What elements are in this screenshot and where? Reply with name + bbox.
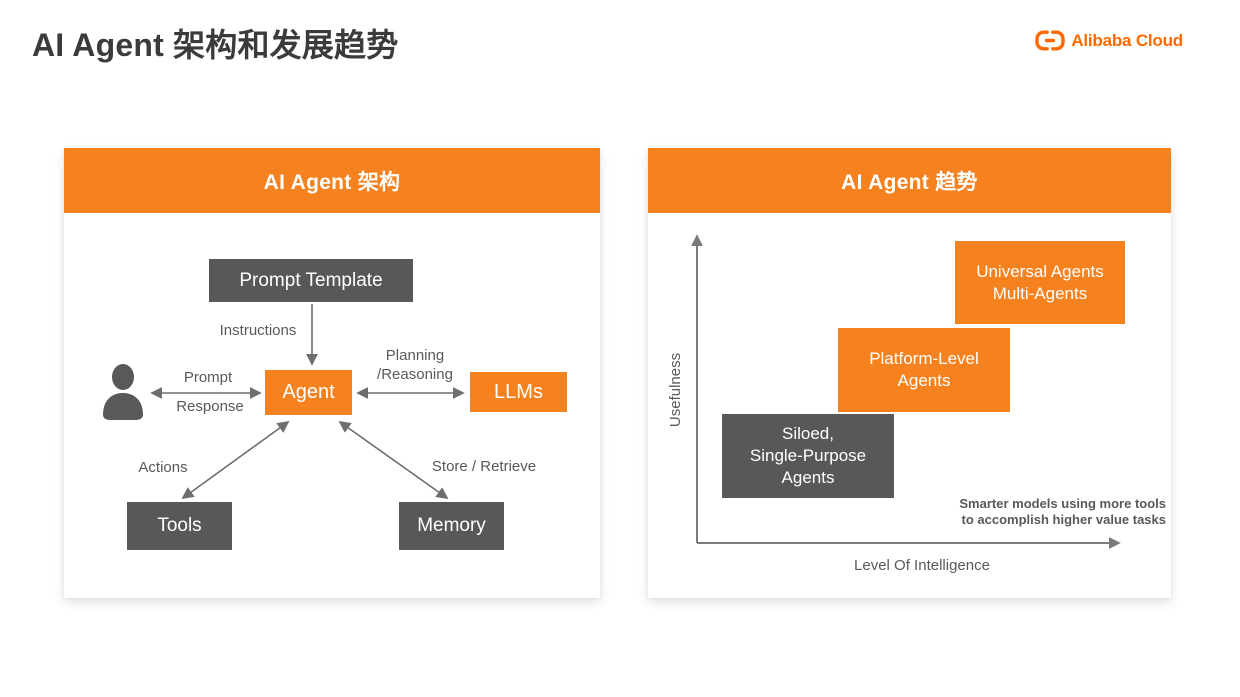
stage-universal-agents-multi-agents: Universal Agents Multi-Agents [955,241,1125,324]
architecture-panel: AI Agent 架构 Pr [64,148,600,598]
trends-panel: AI Agent 趋势 Usefulness Level Of Intellig… [648,148,1171,598]
node-prompt-template: Prompt Template [209,259,413,302]
trend-annotation: Smarter models using more tools to accom… [959,496,1166,528]
node-memory: Memory [399,502,504,550]
stage-label-line: Multi-Agents [992,283,1088,303]
stage-label-line: Agents [781,468,835,487]
architecture-diagram: Prompt Template Agent LLMs Tools Memory … [64,213,600,598]
architecture-panel-title: AI Agent 架构 [64,148,600,213]
stage-label-line: Platform-Level [869,349,979,368]
x-axis-label: Level Of Intelligence [854,557,990,574]
arrow-agent-memory [338,420,449,500]
stage-label-line: Agents [897,371,951,390]
trend-axes [691,234,1121,549]
edge-label-response: Response [176,398,244,415]
stage-label-line: Universal Agents [976,261,1104,281]
edge-label-instructions: Instructions [219,322,297,339]
alibaba-cloud-logo: Alibaba Cloud [1035,30,1183,51]
y-axis-label: Usefulness [667,352,684,428]
logo-text: Alibaba Cloud [1071,30,1183,50]
alibaba-cloud-brackets-icon [1035,30,1066,51]
edge-label-planning-line2: /Reasoning [377,366,453,383]
node-llms: LLMs [470,372,567,412]
node-agent: Agent [265,370,352,415]
page-title: AI Agent 架构和发展趋势 [32,27,399,63]
edge-label-planning-line1: Planning [385,347,445,364]
stage-platform-level-agents: Platform-Level Agents [838,328,1010,412]
trends-diagram: Usefulness Level Of Intelligence Siloed,… [648,213,1171,598]
node-tools: Tools [127,502,232,550]
trend-annotation-line2: to accomplish higher value tasks [961,512,1166,527]
arrow-agent-tools [181,420,290,500]
trends-panel-title: AI Agent 趋势 [648,148,1171,213]
edge-label-actions: Actions [138,459,188,476]
stage-label-line: Siloed, [782,424,834,443]
edge-label-planning-reasoning: Planning /Reasoning [365,346,465,384]
person-icon [103,364,143,420]
stage-siloed-single-purpose-agents: Siloed, Single-Purpose Agents [722,414,894,498]
edge-label-prompt: Prompt [183,369,233,386]
edge-label-store-retrieve: Store / Retrieve [431,458,537,475]
architecture-arrows [150,304,465,500]
stage-label-line: Single-Purpose [749,446,867,465]
trend-annotation-line1: Smarter models using more tools [959,496,1166,511]
